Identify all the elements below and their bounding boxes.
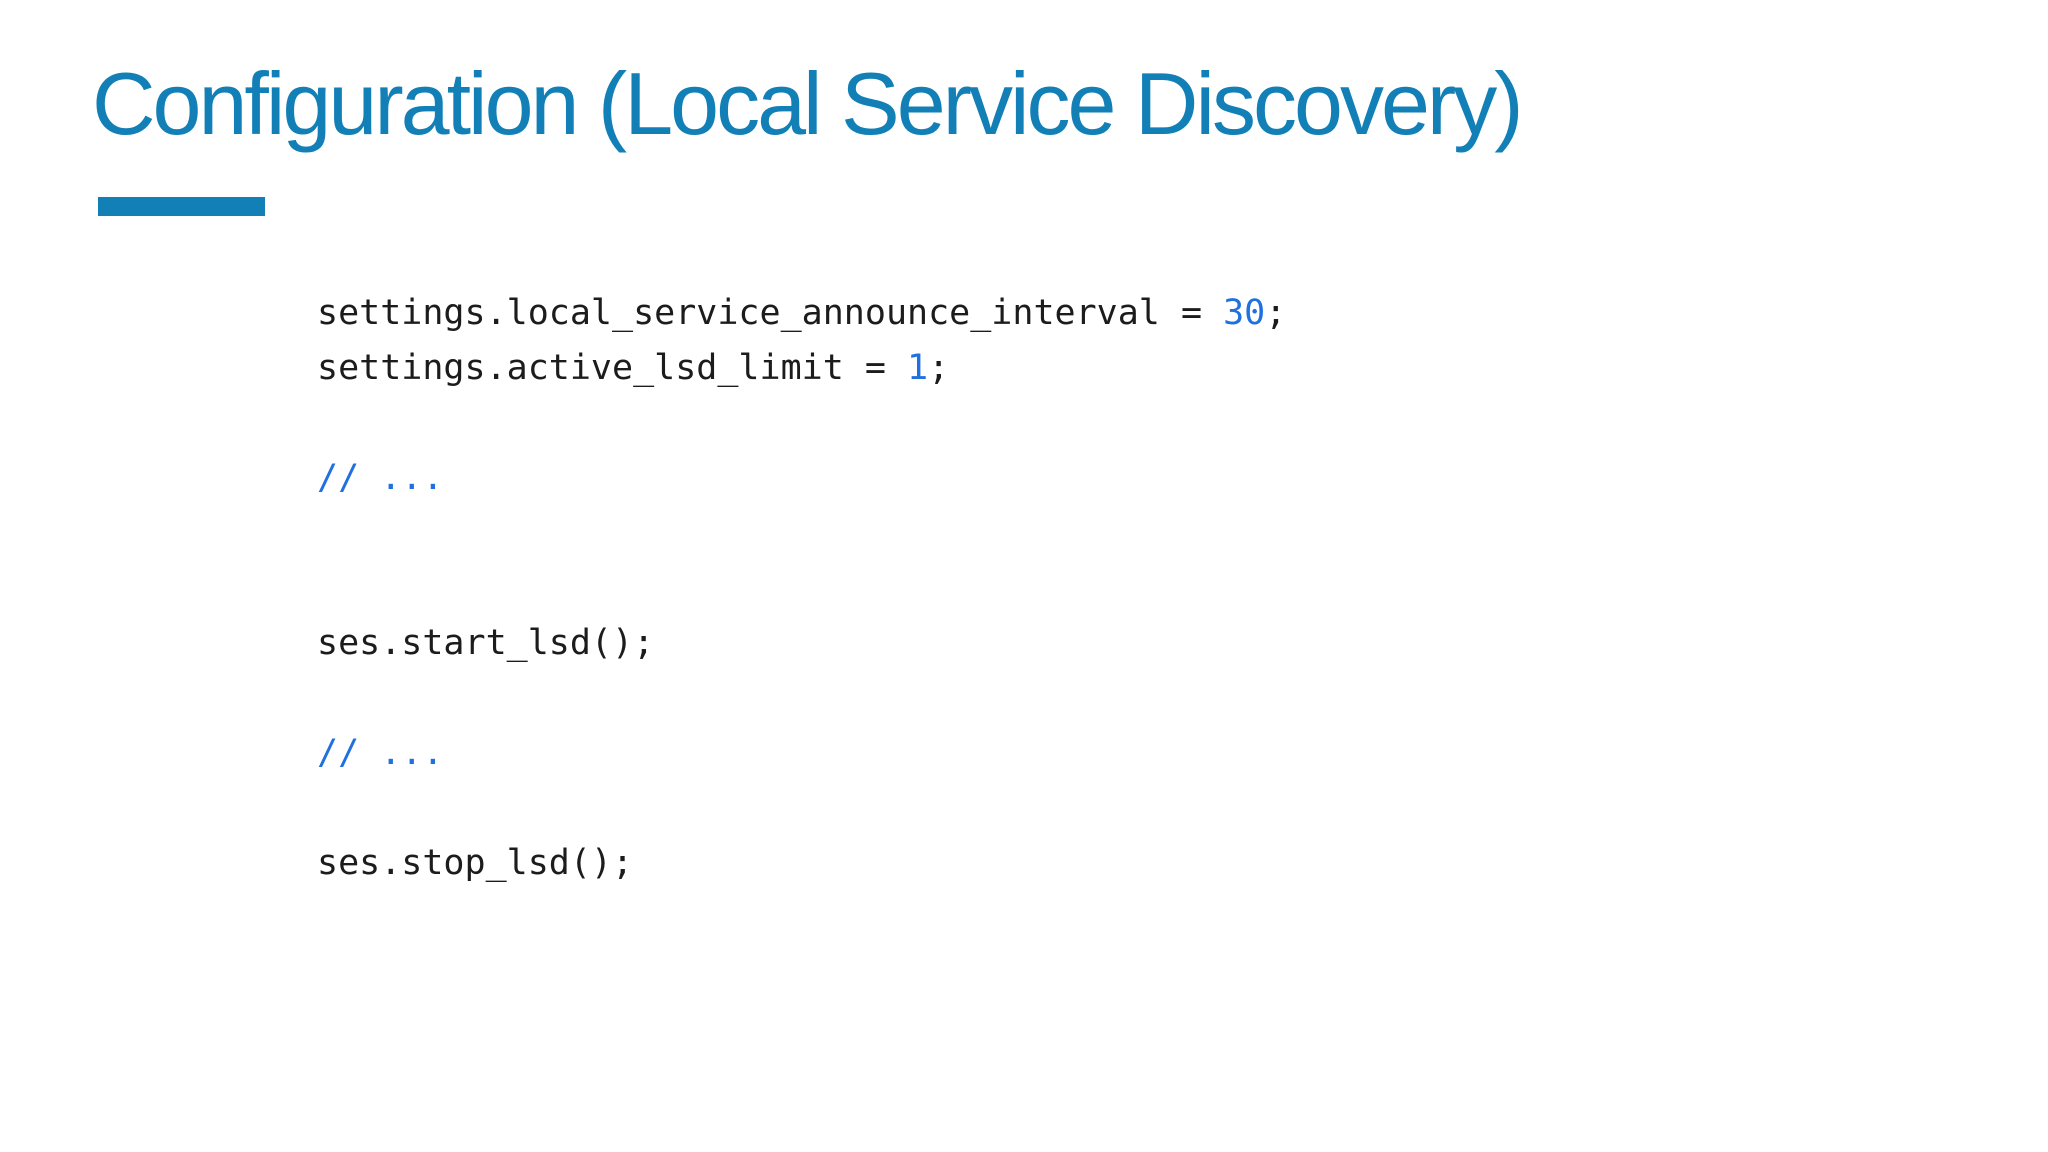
code-token-accent: // ... (317, 458, 444, 498)
code-line: settings.active_lsd_limit = 1; (317, 341, 1286, 396)
code-line (317, 781, 1286, 836)
code-token-accent: 1 (907, 348, 929, 388)
code-line (317, 561, 1286, 616)
code-token: settings.active_lsd_limit = (317, 348, 908, 388)
code-token-accent: // ... (317, 733, 444, 773)
code-line (317, 506, 1286, 561)
code-block: settings.local_service_announce_interval… (317, 286, 1286, 891)
code-token-accent: 30 (1223, 293, 1266, 333)
code-line (317, 671, 1286, 726)
code-token: ses.stop_lsd(); (317, 843, 634, 883)
code-token: settings.local_service_announce_interval… (317, 293, 1224, 333)
title-accent-bar (98, 197, 265, 216)
code-line: // ... (317, 726, 1286, 781)
page-title: Configuration (Local Service Discovery) (92, 54, 1523, 153)
code-line: settings.local_service_announce_interval… (317, 286, 1286, 341)
code-line: ses.stop_lsd(); (317, 836, 1286, 891)
code-line: ses.start_lsd(); (317, 616, 1286, 671)
code-token: ; (928, 348, 950, 388)
code-token: ses.start_lsd(); (317, 623, 655, 663)
code-token: ; (1265, 293, 1287, 333)
code-line: // ... (317, 451, 1286, 506)
code-line (317, 396, 1286, 451)
